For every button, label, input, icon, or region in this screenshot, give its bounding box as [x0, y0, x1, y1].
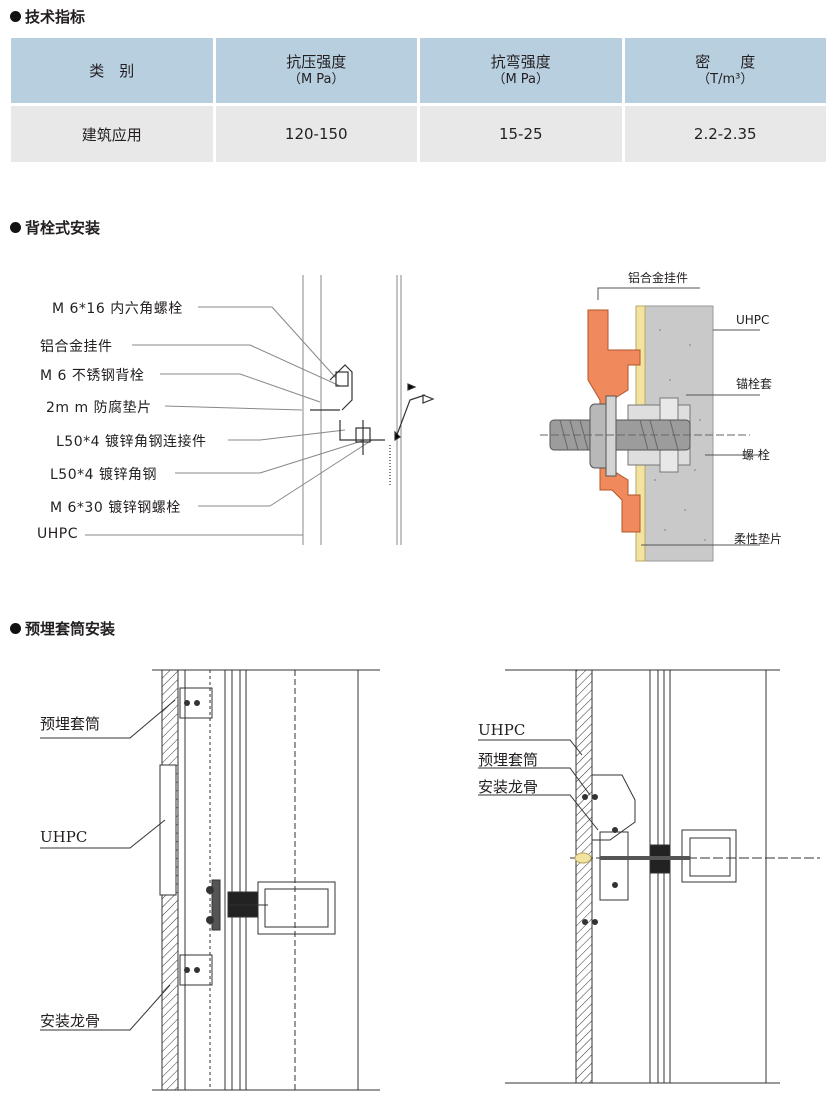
label-angle-connector: L50*4 镀锌角钢连接件 — [56, 434, 207, 450]
cell-category: 建筑应用 — [11, 106, 213, 162]
sleeve-left-label-uhpc: UHPC — [40, 828, 88, 846]
section-title-tech-text: 技术指标 — [25, 8, 86, 26]
label-galvanized-bolt: M 6*30 镀锌钢螺栓 — [50, 500, 181, 516]
header-compressive: 抗压强度（M Pa） — [215, 38, 417, 103]
cell-compressive: 120-150 — [215, 106, 417, 162]
label-stainless-back-bolt: M 6 不锈钢背栓 — [40, 368, 145, 384]
sleeve-left-label-sleeve: 预埋套筒 — [40, 715, 101, 733]
section-title-back-bolt: 背栓式安装 — [10, 217, 100, 238]
detail-label-bolt: 螺 栓 — [742, 448, 770, 462]
table-row: 建筑应用 120-150 15-25 2.2-2.35 — [11, 106, 826, 162]
section-title-sleeve-text: 预埋套筒安装 — [25, 620, 116, 638]
bullet-icon — [10, 222, 21, 233]
sleeve-right-label-sleeve: 预埋套筒 — [478, 751, 539, 769]
sleeve-right-label-keel: 安装龙骨 — [478, 778, 539, 796]
detail-label-pad: 柔性垫片 — [734, 532, 783, 546]
section-title-back-bolt-text: 背栓式安装 — [25, 219, 101, 237]
header-density: 密 度（T/m³） — [624, 38, 826, 103]
table-header-row: 类 别 抗压强度（M Pa） 抗弯强度（M Pa） 密 度（T/m³） — [11, 38, 826, 103]
label-hex-bolt: M 6*16 内六角螺栓 — [52, 301, 183, 317]
header-flexural: 抗弯强度（M Pa） — [420, 38, 622, 103]
detail-label-anchor: 锚栓套 — [736, 377, 773, 391]
sleeve-left-label-keel: 安装龙骨 — [40, 1012, 101, 1030]
label-aluminum-hanger: 铝合金挂件 — [40, 339, 113, 355]
detail-label-hanger: 铝合金挂件 — [628, 271, 689, 285]
bullet-icon — [10, 11, 21, 22]
sleeve-right-label-uhpc: UHPC — [478, 721, 526, 739]
label-galvanized-angle: L50*4 镀锌角钢 — [50, 467, 157, 483]
cell-flexural: 15-25 — [420, 106, 622, 162]
detail-label-uhpc: UHPC — [736, 313, 770, 327]
header-category: 类 别 — [11, 38, 213, 103]
section-title-sleeve: 预埋套筒安装 — [10, 618, 115, 639]
section-title-tech: 技术指标 — [10, 6, 85, 27]
bullet-icon — [10, 623, 21, 634]
label-anticorrosion-pad: 2m m 防腐垫片 — [46, 400, 152, 416]
cell-density: 2.2-2.35 — [624, 106, 826, 162]
label-uhpc: UHPC — [37, 526, 78, 542]
spec-table: 类 别 抗压强度（M Pa） 抗弯强度（M Pa） 密 度（T/m³） 建筑应用… — [8, 35, 829, 165]
